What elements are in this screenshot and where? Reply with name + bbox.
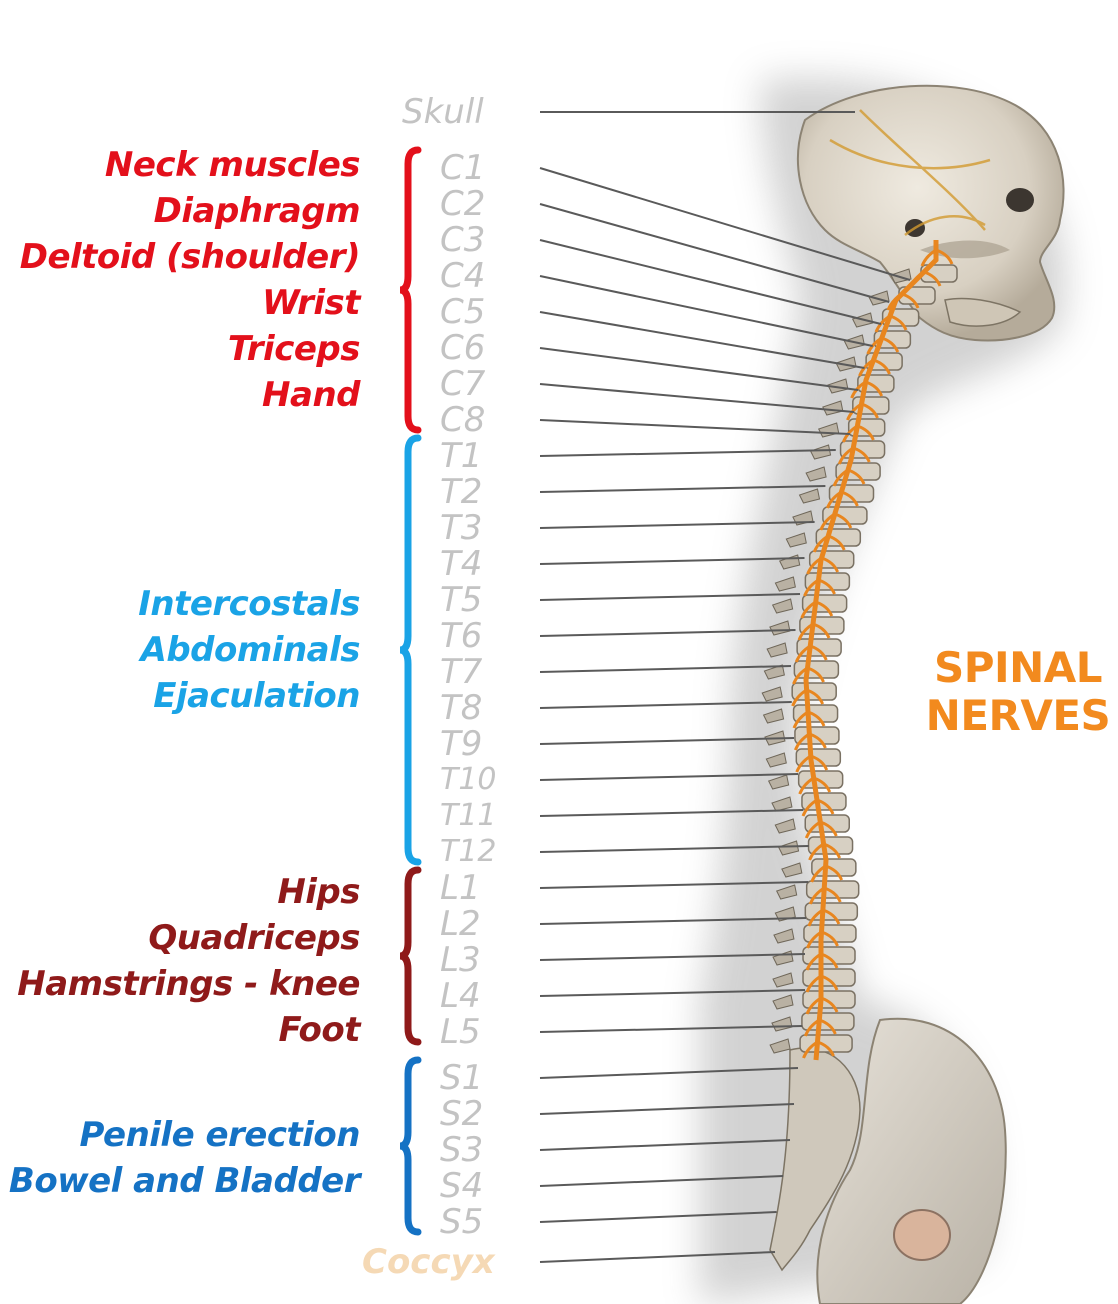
segment-label-t7: T7: [440, 654, 530, 690]
segment-label-coccyx: Coccyx: [362, 1244, 522, 1280]
group-braces: [400, 150, 418, 1232]
segment-label-c1: C1: [440, 150, 530, 186]
function-label-cervical: Wrist: [262, 280, 360, 326]
function-label-cervical: Hand: [262, 372, 360, 418]
segment-label-l2: L2: [440, 906, 530, 942]
segment-label-s3: S3: [440, 1132, 530, 1168]
function-label-thoracic: Ejaculation: [153, 673, 360, 719]
function-label-lumbar: Quadriceps: [148, 915, 360, 961]
function-label-cervical: Neck muscles: [105, 142, 360, 188]
vertebra: [805, 573, 849, 590]
vertebra: [803, 595, 847, 612]
diagram-title: SPINAL NERVES: [918, 644, 1118, 740]
segment-label-t9: T9: [440, 726, 530, 762]
segment-label-skull: Skull: [402, 94, 512, 130]
segment-label-c2: C2: [440, 186, 530, 222]
vertebra: [841, 441, 885, 458]
title-line-1: SPINAL: [918, 644, 1118, 692]
function-label-thoracic: Intercostals: [138, 581, 360, 627]
segment-label-s4: S4: [440, 1168, 530, 1204]
function-label-cervical: Deltoid (shoulder): [20, 234, 360, 280]
segment-label-l3: L3: [440, 942, 530, 978]
segment-label-c6: C6: [440, 330, 530, 366]
segment-label-c5: C5: [440, 294, 530, 330]
segment-label-t5: T5: [440, 582, 530, 618]
segment-label-t12: T12: [440, 834, 530, 870]
function-label-cervical: Triceps: [228, 326, 360, 372]
segment-label-s2: S2: [440, 1096, 530, 1132]
function-label-thoracic: Abdominals: [141, 627, 360, 673]
brace-sacral: [400, 1060, 418, 1232]
segment-label-t8: T8: [440, 690, 530, 726]
segment-label-c7: C7: [440, 366, 530, 402]
segment-label-t4: T4: [440, 546, 530, 582]
brace-cervical: [400, 150, 418, 430]
title-line-2: NERVES: [918, 692, 1118, 740]
segment-label-s1: S1: [440, 1060, 530, 1096]
segment-label-t3: T3: [440, 510, 530, 546]
function-label-lumbar: Hips: [277, 869, 360, 915]
segment-label-t2: T2: [440, 474, 530, 510]
segment-label-t6: T6: [440, 618, 530, 654]
segment-label-c3: C3: [440, 222, 530, 258]
function-label-lumbar: Foot: [278, 1007, 360, 1053]
vertebra: [797, 639, 841, 656]
segment-label-s5: S5: [440, 1204, 530, 1240]
segment-label-c4: C4: [440, 258, 530, 294]
segment-label-t1: T1: [440, 438, 530, 474]
segment-label-t10: T10: [440, 762, 530, 798]
segment-label-l4: L4: [440, 978, 530, 1014]
segment-label-l1: L1: [440, 870, 530, 906]
function-label-sacral: Bowel and Bladder: [9, 1158, 360, 1204]
brace-thoracic: [400, 438, 418, 862]
function-label-sacral: Penile erection: [80, 1112, 361, 1158]
brace-lumbar: [400, 870, 418, 1042]
function-label-cervical: Diaphragm: [154, 188, 360, 234]
segment-label-l5: L5: [440, 1014, 530, 1050]
segment-label-t11: T11: [440, 798, 530, 834]
segment-label-c8: C8: [440, 402, 530, 438]
vertebra: [794, 661, 838, 678]
vertebra: [800, 617, 844, 634]
function-label-lumbar: Hamstrings - knee: [17, 961, 360, 1007]
